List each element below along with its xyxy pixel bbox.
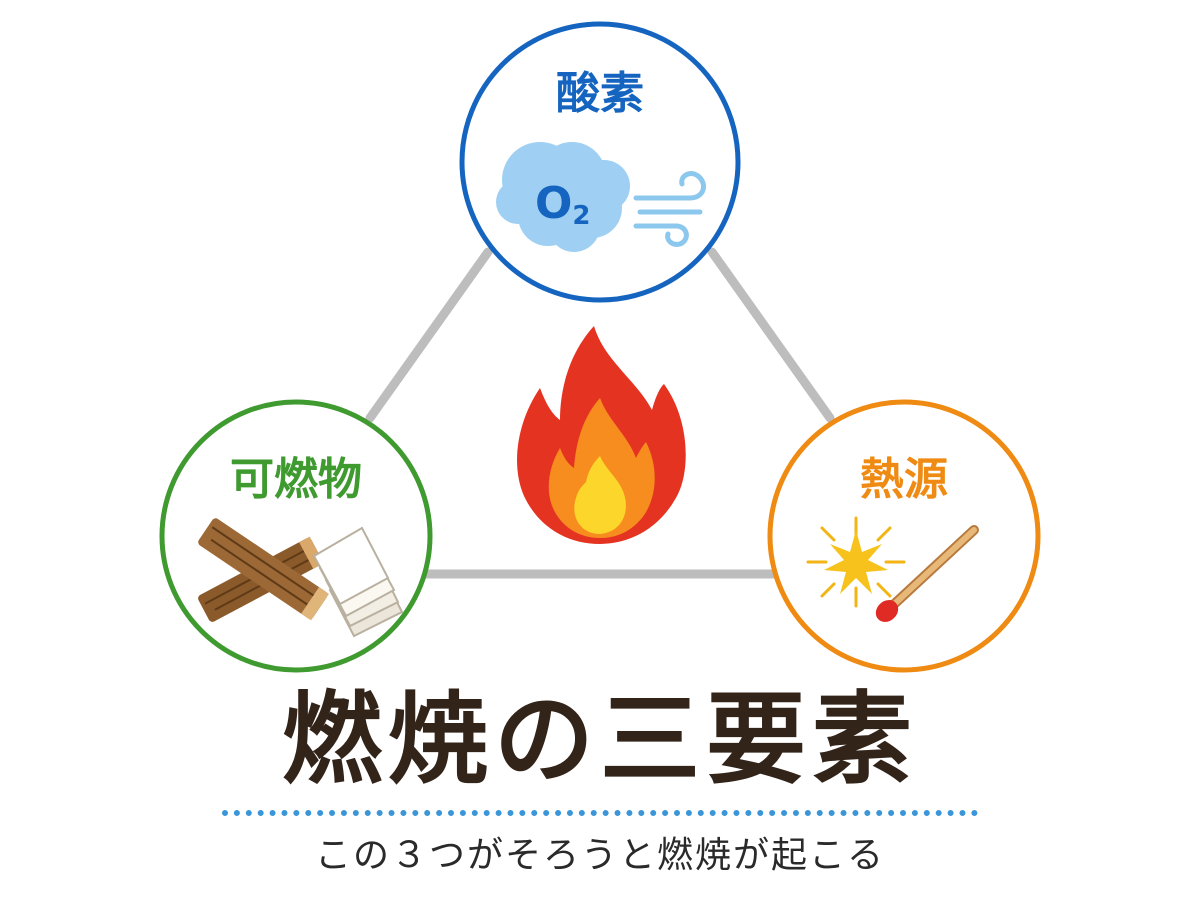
heat-node: 熱源 xyxy=(767,399,1041,673)
dotted-divider xyxy=(222,810,978,816)
main-title: 燃焼の三要素 xyxy=(282,681,918,798)
paper-sheets-icon xyxy=(312,526,404,638)
oxygen-formula: O2 xyxy=(535,178,591,231)
spark-icon xyxy=(806,516,906,608)
fuel-label: 可燃物 xyxy=(230,454,362,505)
wind-icon xyxy=(633,171,707,247)
wood-planks-icon xyxy=(198,518,329,622)
cloud-icon: O2 xyxy=(496,142,630,252)
oxygen-node: 酸素 O2 xyxy=(459,21,741,303)
heat-label: 熱源 xyxy=(860,454,948,505)
connector-oxygen-heat xyxy=(707,247,835,423)
triangle-connectors xyxy=(365,247,835,579)
connector-oxygen-fuel xyxy=(365,247,493,423)
match-icon xyxy=(875,525,979,622)
heat-circle xyxy=(767,399,1041,673)
fuel-node: 可燃物 xyxy=(159,399,433,673)
fire-icon xyxy=(517,326,686,544)
oxygen-label: 酸素 xyxy=(556,68,644,119)
subtitle: この３つがそろうと燃焼が起こる xyxy=(314,835,885,876)
